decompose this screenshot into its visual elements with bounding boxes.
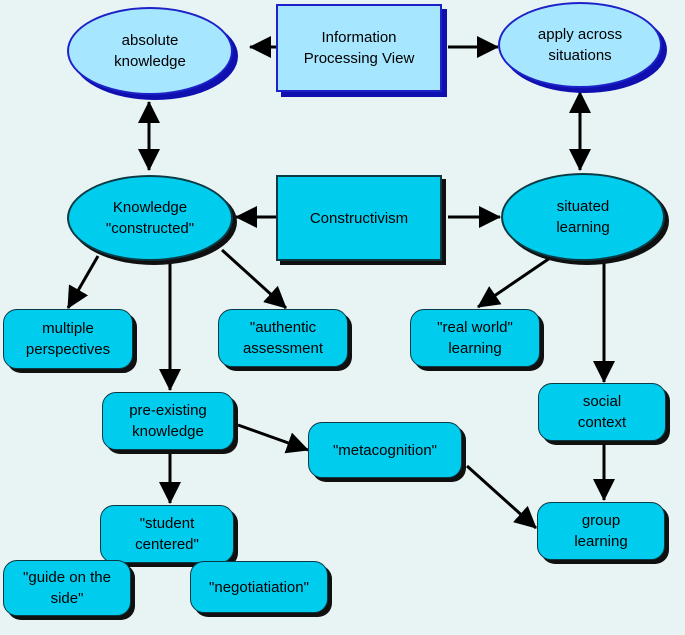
node-group-learning: group learning	[537, 502, 665, 560]
node-student-centered: "student centered"	[100, 505, 234, 563]
node-multiple-perspectives: multiple perspectives	[3, 309, 133, 369]
node-absolute-knowledge: absolute knowledge	[67, 7, 233, 95]
node-metacognition: "metacognition"	[308, 422, 462, 478]
arrow-metacognition-to-group	[465, 464, 538, 530]
node-guide-on-the-side: "guide on the side"	[3, 560, 131, 616]
node-knowledge-constructed: Knowledge "constructed"	[67, 175, 233, 261]
node-pre-existing-knowledge: pre-existing knowledge	[102, 392, 234, 450]
node-real-world-learning: "real world" learning	[410, 309, 540, 367]
node-constructivism: Constructivism	[276, 175, 442, 261]
arrow-situated-to-realworld	[477, 256, 551, 309]
arrow-knowledge-to-authentic	[220, 248, 288, 310]
arrow-preexisting-to-metacognition	[237, 423, 309, 454]
node-authentic-assessment: "authentic assessment	[218, 309, 348, 367]
arrow-knowledge-to-multiple	[66, 255, 100, 309]
node-information-processing-view: Information Processing View	[276, 4, 442, 92]
node-negotiation: "negotiatiation"	[190, 561, 328, 613]
node-situated-learning: situated learning	[501, 173, 665, 261]
node-social-context: social context	[538, 383, 666, 441]
node-apply-across-situations: apply across situations	[498, 2, 662, 88]
